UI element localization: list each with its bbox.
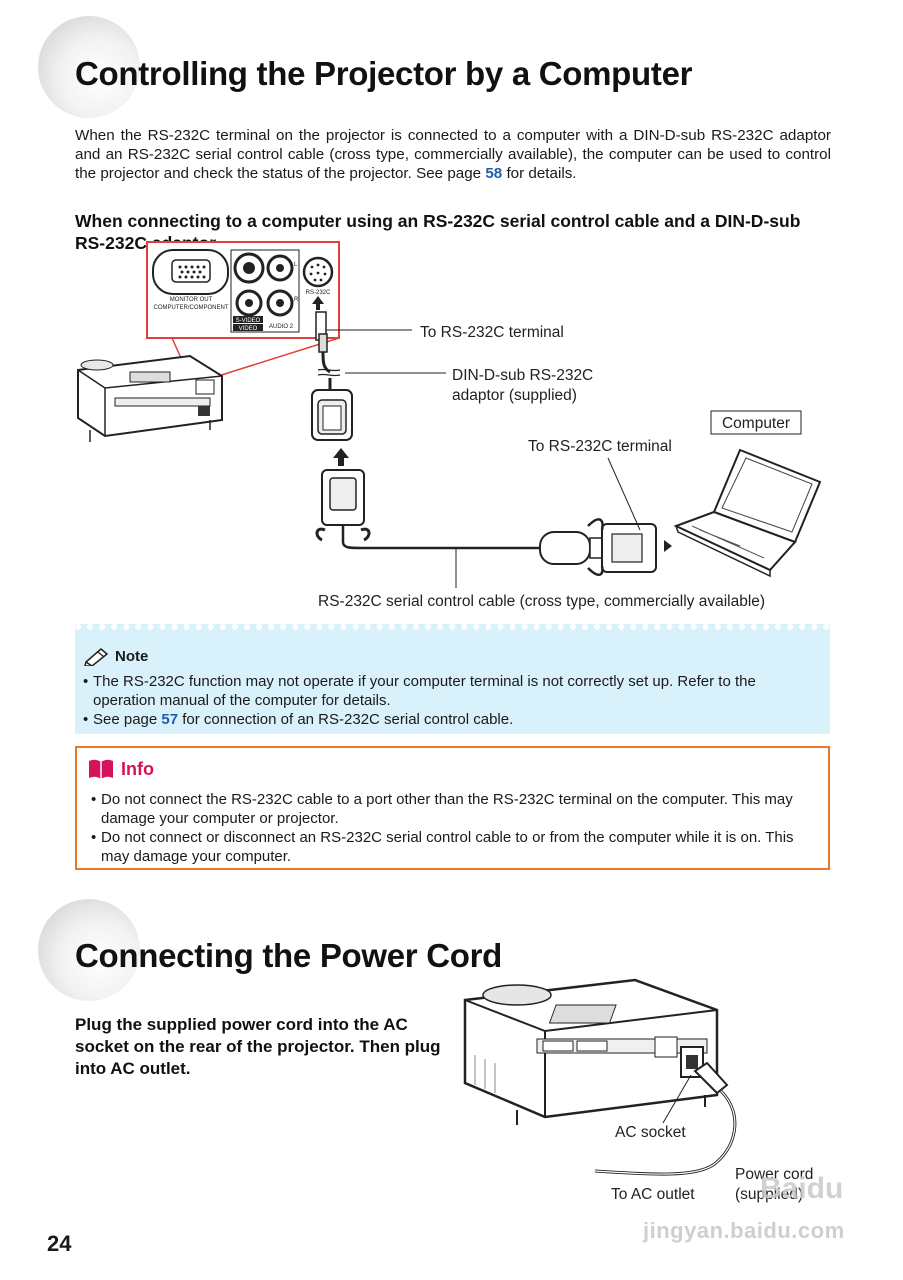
info-list: Do not connect the RS-232C cable to a po… <box>87 790 822 866</box>
info-box: Info Do not connect the RS-232C cable to… <box>75 746 830 870</box>
label-power-cord-1: Power cord <box>735 1166 813 1183</box>
info-title: Info <box>121 758 154 779</box>
info-item-1-text: Do not connect the RS-232C cable to a po… <box>101 791 793 827</box>
note-box: Note The RS-232C function may not operat… <box>75 624 830 734</box>
info-item-2-text: Do not connect or disconnect an RS-232C … <box>101 829 794 865</box>
intro-text: When the RS-232C terminal on the project… <box>75 127 831 182</box>
projector-power-illustration <box>463 978 719 1125</box>
power-plug <box>693 1061 729 1095</box>
callout-computer: Computer <box>722 415 790 432</box>
ferrite-core <box>539 531 591 565</box>
audio-r-label: R <box>294 297 299 303</box>
page-link-58[interactable]: 58 <box>485 165 503 182</box>
rs232c-connection-diagram: MONITOR OUT COMPUTER/COMPONENT L R S-VID… <box>77 241 822 610</box>
section-title-power-cord: Connecting the Power Cord <box>75 937 503 974</box>
note-list: The RS-232C function may not operate if … <box>79 672 819 729</box>
info-item-1: Do not connect the RS-232C cable to a po… <box>87 790 822 828</box>
audio2-label: AUDIO 2 <box>269 324 294 330</box>
rs232c-label: RS-232C <box>306 290 331 296</box>
svideo-label: S-VIDEO <box>236 318 261 324</box>
note-item-1-text: The RS-232C function may not operate if … <box>93 673 756 709</box>
label-ac-socket: AC socket <box>615 1124 686 1141</box>
info-header: Info <box>87 758 154 780</box>
label-to-ac-outlet: To AC outlet <box>611 1186 695 1203</box>
callout-to-rs232c-2: To RS-232C terminal <box>528 438 672 455</box>
note-title: Note <box>115 647 149 665</box>
right-arrow-icon <box>664 540 672 552</box>
book-icon <box>89 759 113 779</box>
section-title-computer-control: Controlling the Projector by a Computer <box>75 55 693 92</box>
watermark-brand: Baidu <box>760 1172 844 1205</box>
section-decoration-circle-2 <box>38 899 140 1001</box>
note-item-1: The RS-232C function may not operate if … <box>79 672 819 710</box>
intro-text-end: for details. <box>502 165 577 182</box>
callout-cable: RS-232C serial control cable (cross type… <box>318 593 765 610</box>
section-decoration-circle <box>38 16 140 118</box>
projector-rear-illustration <box>77 354 223 442</box>
info-item-2: Do not connect or disconnect an RS-232C … <box>87 828 822 866</box>
computer-label-box <box>710 410 802 435</box>
laptop-illustration <box>673 448 822 578</box>
up-arrow-icon <box>312 296 324 310</box>
video-label: VIDEO <box>239 326 258 332</box>
power-instructions: Plug the supplied power cord into the AC… <box>75 1015 441 1078</box>
power-cord-diagram: AC socket Power cord (supplied) To AC ou… <box>463 978 813 1203</box>
up-arrow-adaptor-icon <box>333 448 349 466</box>
note-item-2-text-end: for connection of an RS-232C serial cont… <box>178 711 514 728</box>
label-power-cord-2: (supplied) <box>735 1186 803 1203</box>
av-port-group <box>230 249 300 333</box>
watermark-site: jingyan.baidu.com <box>643 1218 845 1243</box>
callout-adaptor-line2: adaptor (supplied) <box>452 387 577 404</box>
page-number: 24 <box>47 1231 72 1256</box>
note-header: Note <box>83 646 148 666</box>
computer-component-label: COMPUTER/COMPONENT <box>154 305 229 311</box>
note-item-2-text: See page <box>93 711 162 728</box>
baidu-watermark: Baidu <box>760 1172 843 1206</box>
pencil-icon <box>84 648 109 666</box>
audio-l-label: L <box>294 262 298 268</box>
callout-adaptor-line1: DIN-D-sub RS-232C <box>452 367 593 384</box>
note-item-2: See page 57 for connection of an RS-232C… <box>79 710 819 729</box>
callout-to-rs232c-1: To RS-232C terminal <box>420 324 564 341</box>
callout-line-ac-socket <box>662 1074 692 1124</box>
page-link-57[interactable]: 57 <box>161 711 179 728</box>
zoom-line-right <box>211 337 340 379</box>
monitor-out-label: MONITOR OUT <box>170 297 213 303</box>
intro-paragraph: When the RS-232C terminal on the project… <box>75 126 831 183</box>
callout-line-terminal-2 <box>607 457 641 531</box>
